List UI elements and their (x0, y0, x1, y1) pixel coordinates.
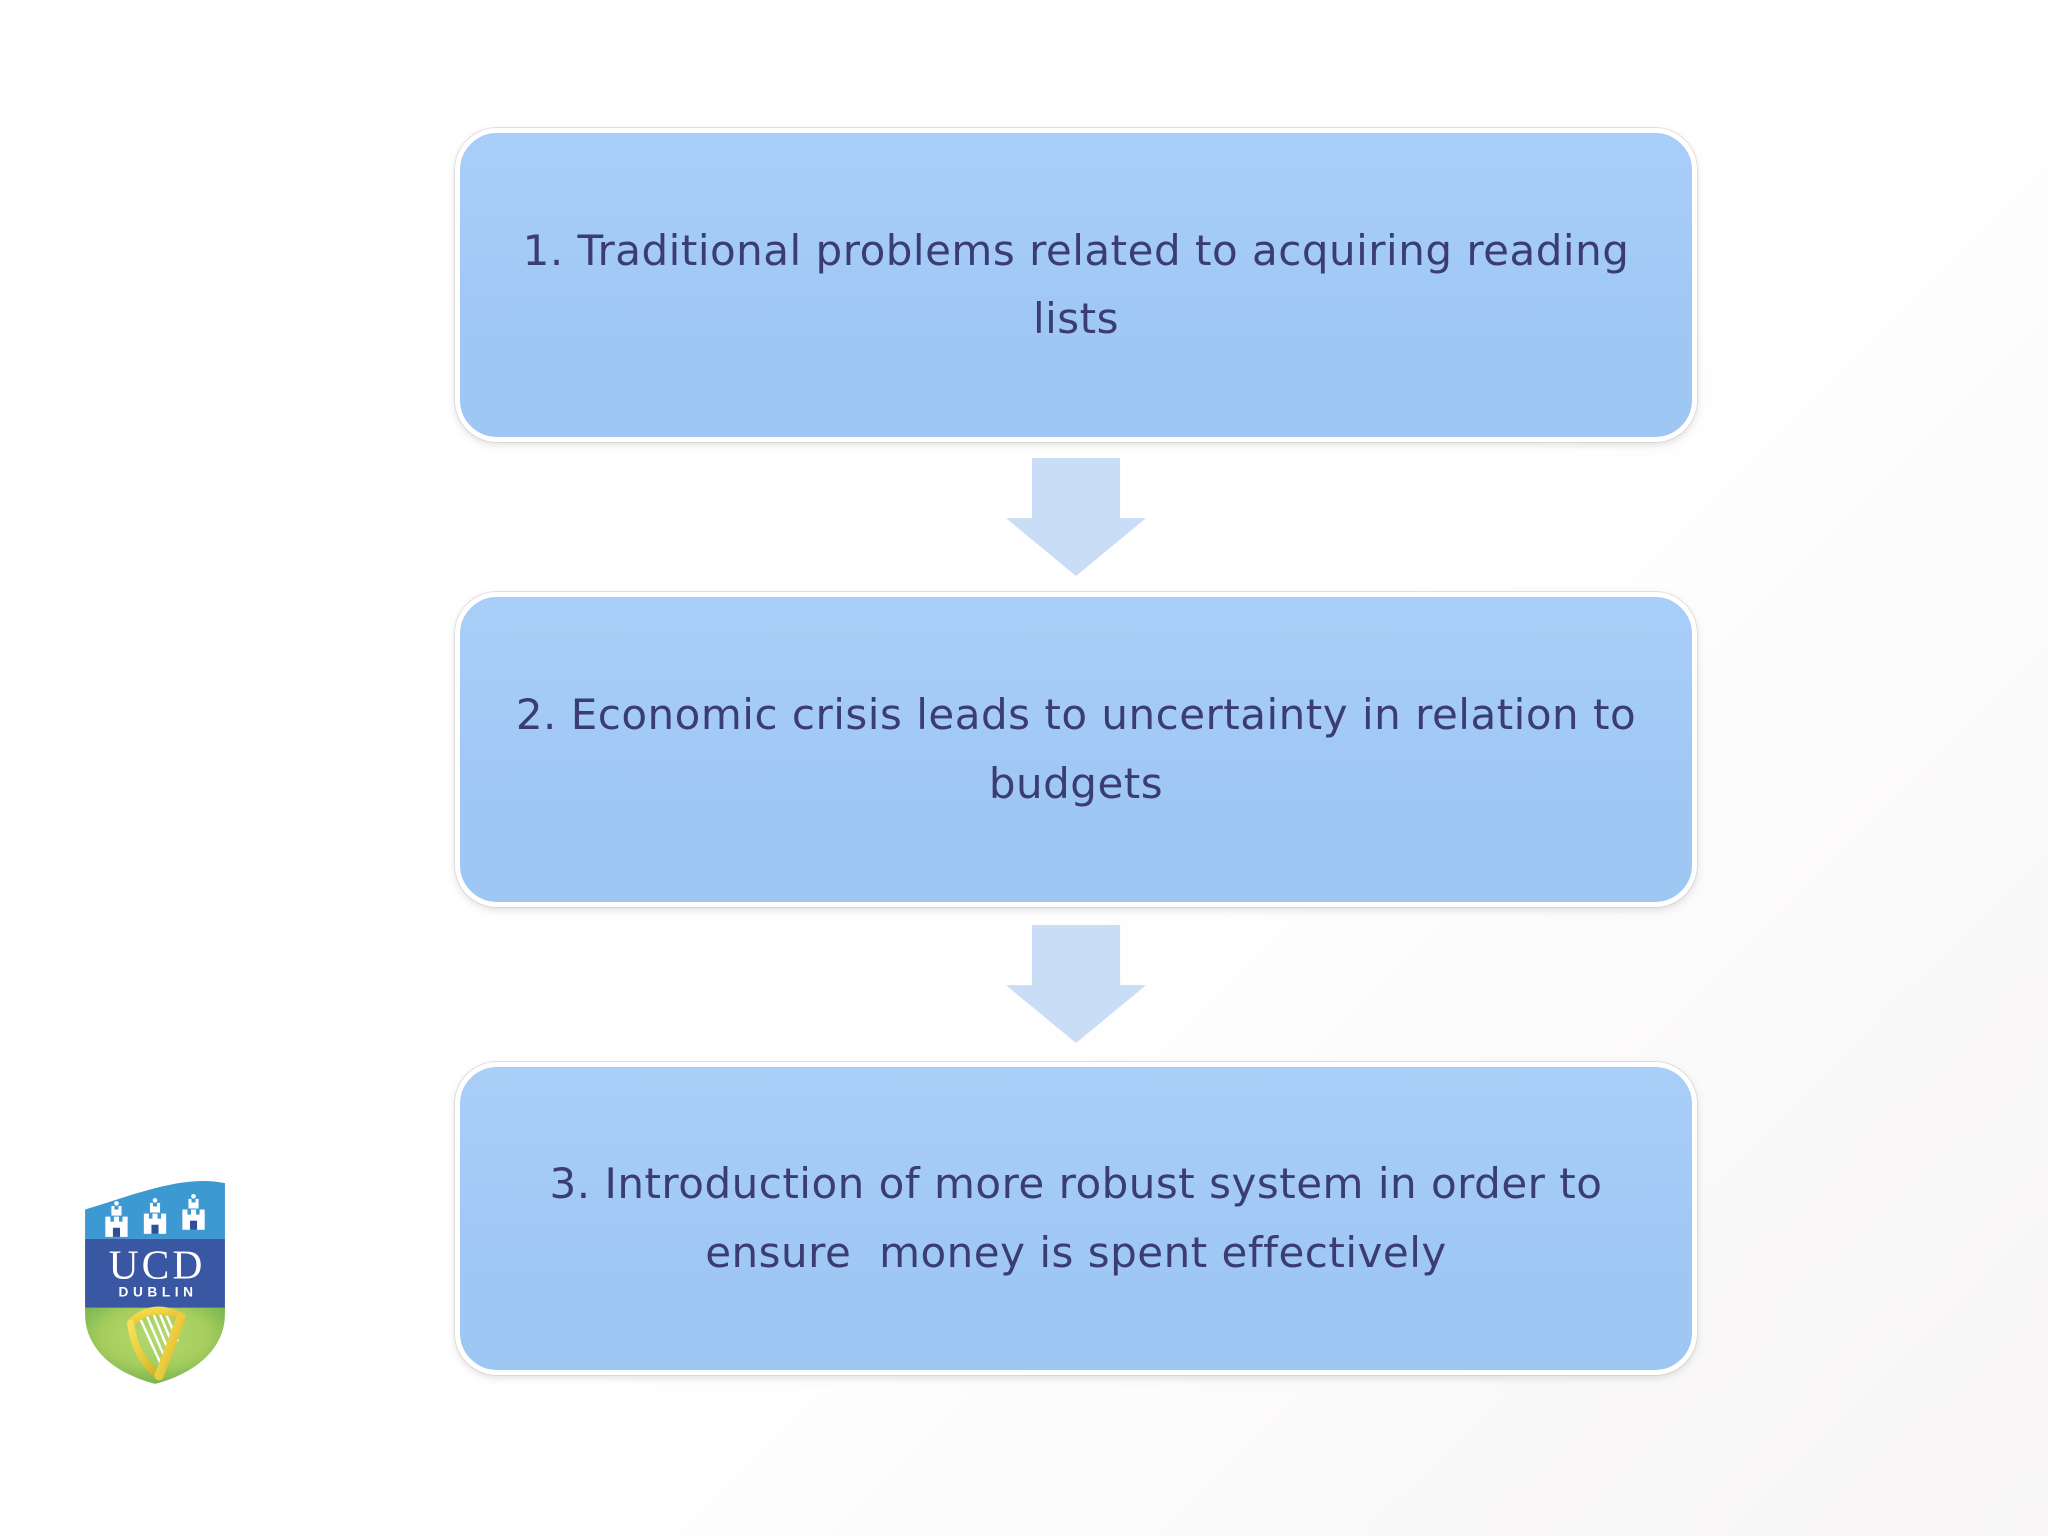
process-box-2: 2. Economic crisis leads to uncertainty … (455, 592, 1697, 907)
process-box-1-text: 1. Traditional problems related to acqui… (522, 225, 1644, 343)
ucd-dublin-logo: UCD DUBLIN (85, 1180, 225, 1384)
process-box-2-text: 2. Economic crisis leads to uncertainty … (515, 690, 1651, 808)
process-box-3: 3. Introduction of more robust system in… (455, 1062, 1697, 1375)
logo-mid-band (85, 1238, 225, 1308)
logo-acronym: UCD (109, 1241, 206, 1287)
down-arrow-icon-2 (1006, 925, 1146, 1043)
down-arrow-icon-1 (1006, 458, 1146, 576)
harp-icon (126, 1306, 186, 1381)
process-box-3-text: 3. Introduction of more robust system in… (549, 1159, 1617, 1277)
process-box-1: 1. Traditional problems related to acqui… (455, 128, 1697, 442)
logo-city: DUBLIN (119, 1285, 198, 1300)
